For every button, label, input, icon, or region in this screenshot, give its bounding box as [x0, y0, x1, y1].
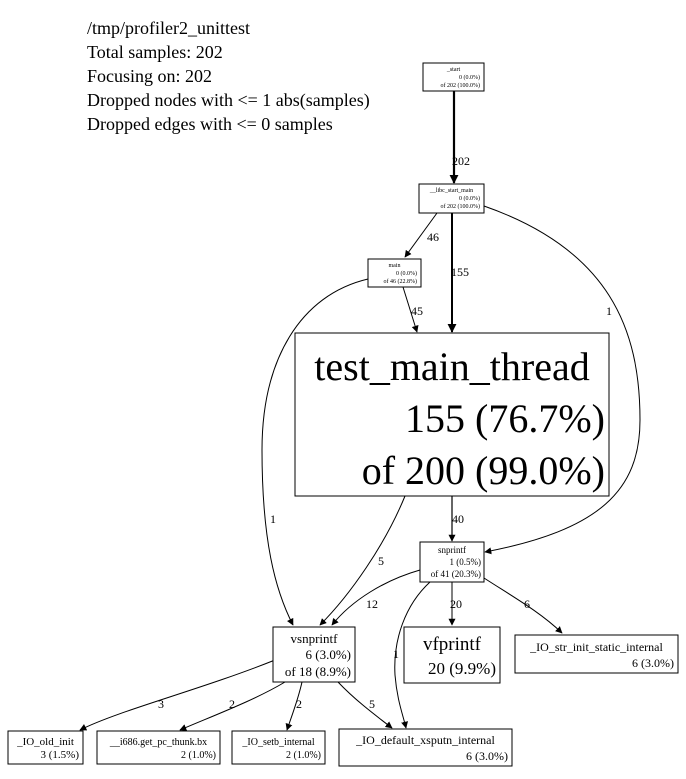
node-name: _IO_default_xsputn_internal [355, 733, 495, 747]
node-self: 6 (3.0%) [632, 656, 674, 670]
node-name: main [389, 263, 401, 269]
edge-main-to-test: 45 [402, 286, 423, 333]
node-test-main-thread[interactable]: test_main_thread 155 (76.7%) of 200 (99.… [294, 332, 610, 497]
edge-label: 1 [606, 304, 612, 318]
node-self: 1 (0.5%) [450, 557, 482, 567]
node-name: _IO_old_init [16, 736, 74, 748]
edge-label: 3 [158, 697, 164, 711]
edge-vsnprintf-to-io-old-init: 3 [79, 659, 276, 731]
node-self: 2 (1.0%) [181, 750, 216, 761]
edge-snprintf-to-io-str-init: 6 [483, 577, 563, 634]
node-io-str-init-static-internal[interactable]: _IO_str_init_static_internal 6 (3.0%) [514, 634, 679, 674]
node-main[interactable]: main 0 (0.0%) of 46 (22.8%) [367, 258, 422, 288]
header-line-dropped-edges: Dropped edges with <= 0 samples [87, 114, 333, 134]
node-name: snprintf [438, 545, 466, 555]
edge-snprintf-to-vsnprintf: 12 [331, 569, 421, 626]
edge-start-to-libc: 202 [449, 91, 470, 184]
node-name: _start [446, 67, 461, 73]
header-line-dropped-nodes: Dropped nodes with <= 1 abs(samples) [87, 90, 370, 111]
edge-libc-to-snprintf: 1 [483, 205, 641, 555]
node-io-default-xsputn-internal[interactable]: _IO_default_xsputn_internal 6 (3.0%) [338, 728, 513, 767]
edge-vsnprintf-to-i686: 2 [179, 681, 286, 731]
node-total: of 200 (99.0%) [362, 448, 605, 493]
node-self: 6 (3.0%) [466, 749, 508, 763]
node-vsnprintf[interactable]: vsnprintf 6 (3.0%) of 18 (8.9%) [272, 626, 356, 683]
node-i686-get-pc-thunk-bx[interactable]: __i686.get_pc_thunk.bx 2 (1.0%) [96, 730, 221, 765]
node-self: 0 (0.0%) [459, 74, 480, 81]
node-self: 6 (3.0%) [306, 647, 352, 662]
edge-label: 202 [452, 154, 470, 168]
edge-vsnprintf-to-io-setb: 2 [285, 681, 303, 731]
node-self: 0 (0.0%) [396, 270, 417, 277]
node-self: 20 (9.9%) [428, 659, 496, 678]
edge-label: 1 [393, 647, 399, 661]
edge-test-to-snprintf: 40 [448, 496, 464, 542]
edge-main-to-vsnprintf: 1 [261, 278, 369, 626]
edge-vsnprintf-to-io-default-xsputn: 5 [337, 681, 393, 729]
edge-test-to-vsnprintf: 5 [319, 495, 406, 626]
node-name: vfprintf [423, 634, 482, 655]
node-vfprintf[interactable]: vfprintf 20 (9.9%) [403, 626, 501, 684]
edge-label: 1 [270, 512, 276, 526]
node-name: __libc_start_main [429, 188, 473, 194]
node-total: of 18 (8.9%) [285, 664, 351, 679]
edge-snprintf-to-io-default-xsputn: 1 [393, 581, 431, 729]
edge-label: 45 [411, 304, 423, 318]
edge-label: 12 [366, 597, 378, 611]
header-line-total-samples: Total samples: 202 [87, 42, 223, 62]
node-total: of 46 (22.8%) [384, 278, 418, 285]
node-name: _IO_str_init_static_internal [529, 640, 663, 654]
edge-label: 5 [378, 554, 384, 568]
node-libc-start-main[interactable]: __libc_start_main 0 (0.0%) of 202 (100.0… [418, 183, 485, 214]
node-io-setb-internal[interactable]: _IO_setb_internal 2 (1.0%) [231, 730, 326, 765]
node-name: vsnprintf [291, 631, 339, 646]
edge-label: 6 [524, 597, 530, 611]
node-name: test_main_thread [314, 344, 589, 389]
node-self: 0 (0.0%) [459, 195, 480, 202]
edges: 202 46 155 1 45 1 40 [79, 91, 641, 731]
edge-libc-to-main: 46 [404, 212, 439, 258]
node-self: 3 (1.5%) [41, 749, 80, 761]
header-line-binary: /tmp/profiler2_unittest [87, 18, 250, 38]
node-total: of 41 (20.3%) [431, 569, 481, 579]
node-snprintf[interactable]: snprintf 1 (0.5%) of 41 (20.3%) [419, 541, 485, 583]
edge-label: 40 [452, 512, 464, 526]
edge-label: 2 [296, 697, 302, 711]
node-name: _IO_setb_internal [241, 737, 314, 748]
node-start[interactable]: _start 0 (0.0%) of 202 (100.0%) [422, 62, 485, 92]
edge-label: 20 [450, 597, 462, 611]
node-self: 155 (76.7%) [405, 396, 605, 441]
edge-snprintf-to-vfprintf: 20 [448, 582, 462, 626]
node-io-old-init[interactable]: _IO_old_init 3 (1.5%) [7, 730, 84, 765]
edge-libc-to-test: 155 [447, 213, 469, 333]
node-total: of 202 (100.0%) [441, 203, 481, 210]
node-total: of 202 (100.0%) [441, 82, 481, 89]
edge-label: 46 [427, 230, 439, 244]
node-self: 2 (1.0%) [286, 750, 321, 761]
edge-label: 5 [369, 697, 375, 711]
edge-label: 155 [451, 265, 469, 279]
node-name: __i686.get_pc_thunk.bx [109, 737, 207, 748]
header-line-focusing: Focusing on: 202 [87, 66, 212, 86]
profile-header: /tmp/profiler2_unittest Total samples: 2… [87, 18, 370, 134]
edge-label: 2 [229, 697, 235, 711]
